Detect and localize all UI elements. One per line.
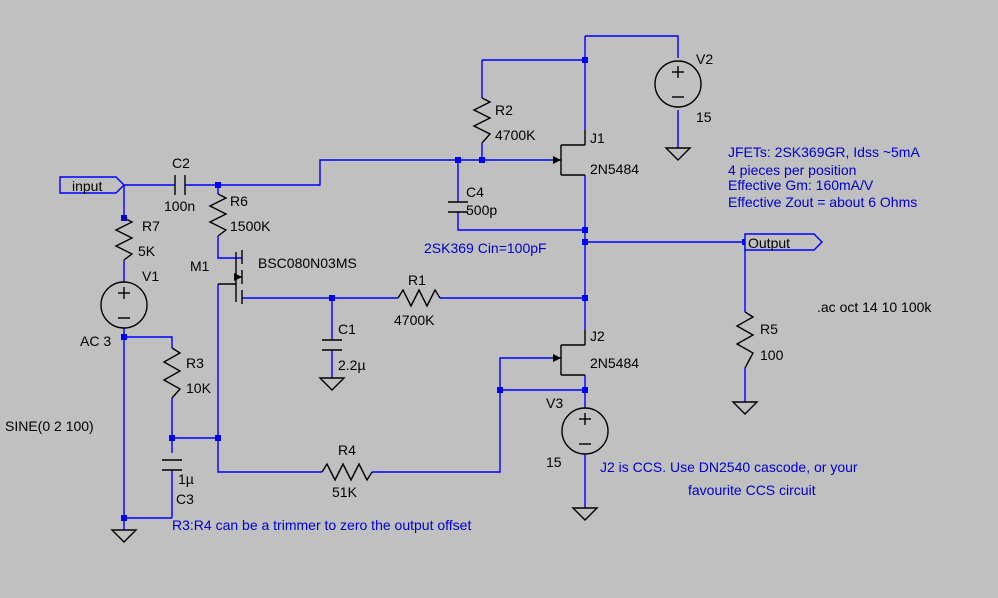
wires: [123, 35, 746, 519]
v1-sine-spec: SINE(0 2 100): [5, 418, 94, 434]
ac-directive: .ac oct 14 10 100k: [817, 299, 932, 315]
r6-name: R6: [230, 193, 248, 209]
ground-icon: [664, 147, 692, 161]
r4-name: R4: [338, 442, 356, 458]
r2-name: R2: [495, 102, 513, 118]
c2-name: C2: [172, 155, 190, 171]
capacitor-c2: C2 100n: [164, 155, 195, 214]
resistor-r7: R7 5K: [114, 217, 160, 261]
ccs-note-line: favourite CCS circuit: [688, 482, 816, 498]
v3-name: V3: [546, 395, 563, 411]
ground-icon: [318, 377, 346, 391]
jfet-note-line: Effective Zout = about 6 Ohms: [728, 194, 917, 210]
jfet-note-line: JFETs: 2SK369GR, Idss ~5mA: [728, 144, 920, 160]
resistor-r6: R6 1500K: [208, 193, 271, 237]
v1-value: AC 3: [80, 333, 111, 349]
voltage-source-v1: V1 AC 3 SINE(0 2 100): [5, 268, 159, 434]
r7-value: 5K: [138, 243, 156, 259]
v3-value: 15: [546, 454, 562, 470]
resistor-r1: R1 4700K: [394, 272, 441, 328]
ccs-note-line: J2 is CCS. Use DN2540 cascode, or your: [600, 459, 858, 475]
r1-name: R1: [408, 272, 426, 288]
ground-icon: [731, 401, 759, 415]
m1-value: BSC080N03MS: [258, 255, 357, 271]
jfet-note-line: Effective Gm: 160mA/V: [728, 177, 874, 193]
voltage-source-v3: V3 15: [546, 395, 609, 470]
output-port-label: Output: [748, 235, 790, 251]
jfet-note: JFETs: 2SK369GR, Idss ~5mA 4 pieces per …: [728, 144, 920, 210]
jfet-note-line: 4 pieces per position: [728, 162, 856, 178]
v2-value: 15: [696, 109, 712, 125]
mosfet-m1: M1 BSC080N03MS: [190, 250, 357, 304]
r4-value: 51K: [332, 484, 358, 500]
c4-value: 500p: [466, 202, 497, 218]
trimmer-note: R3:R4 can be a trimmer to zero the outpu…: [172, 517, 471, 533]
resistor-r3: R3 10K: [162, 347, 212, 399]
input-port: input: [59, 176, 125, 194]
input-port-label: input: [72, 178, 102, 194]
v2-name: V2: [696, 51, 713, 67]
c1-name: C1: [338, 321, 356, 337]
cin-note: 2SK369 Cin=100pF: [424, 240, 547, 256]
ground-icon: [110, 529, 138, 543]
c4-name: C4: [466, 184, 484, 200]
c3-name: C3: [176, 491, 194, 507]
c1-value: 2.2µ: [338, 357, 366, 373]
c3-value: 1µ: [178, 471, 194, 487]
r3-name: R3: [186, 355, 204, 371]
j1-value: 2N5484: [590, 161, 639, 177]
c2-value: 100n: [164, 198, 195, 214]
resistor-r5: R5 100: [735, 311, 784, 369]
jfet-j1: J1 2N5484: [552, 130, 639, 177]
r6-value: 1500K: [230, 218, 271, 234]
r2-value: 4700K: [495, 127, 536, 143]
capacitor-c1: C1 2.2µ: [322, 321, 366, 373]
j1-name: J1: [590, 130, 605, 146]
voltage-source-v2: V2 15: [654, 51, 713, 125]
r1-value: 4700K: [394, 312, 435, 328]
output-port: Output: [744, 233, 823, 251]
j2-name: J2: [590, 328, 605, 344]
r5-value: 100: [760, 347, 784, 363]
r5-name: R5: [760, 321, 778, 337]
ccs-note: J2 is CCS. Use DN2540 cascode, or your f…: [600, 459, 858, 498]
ground-icon: [571, 507, 599, 521]
m1-name: M1: [190, 258, 210, 274]
resistor-r4: R4 51K: [321, 442, 373, 500]
capacitor-c4: C4 500p: [448, 184, 497, 218]
ground-symbols: [110, 147, 759, 543]
capacitor-c3: 1µ C3: [162, 459, 194, 507]
resistor-r2: R2 4700K: [472, 97, 536, 144]
r7-name: R7: [142, 218, 160, 234]
v1-name: V1: [142, 268, 159, 284]
j2-value: 2N5484: [590, 355, 639, 371]
r3-value: 10K: [186, 380, 212, 396]
junction-dots: [121, 57, 748, 521]
jfet-j2: J2 2N5484: [552, 328, 639, 376]
